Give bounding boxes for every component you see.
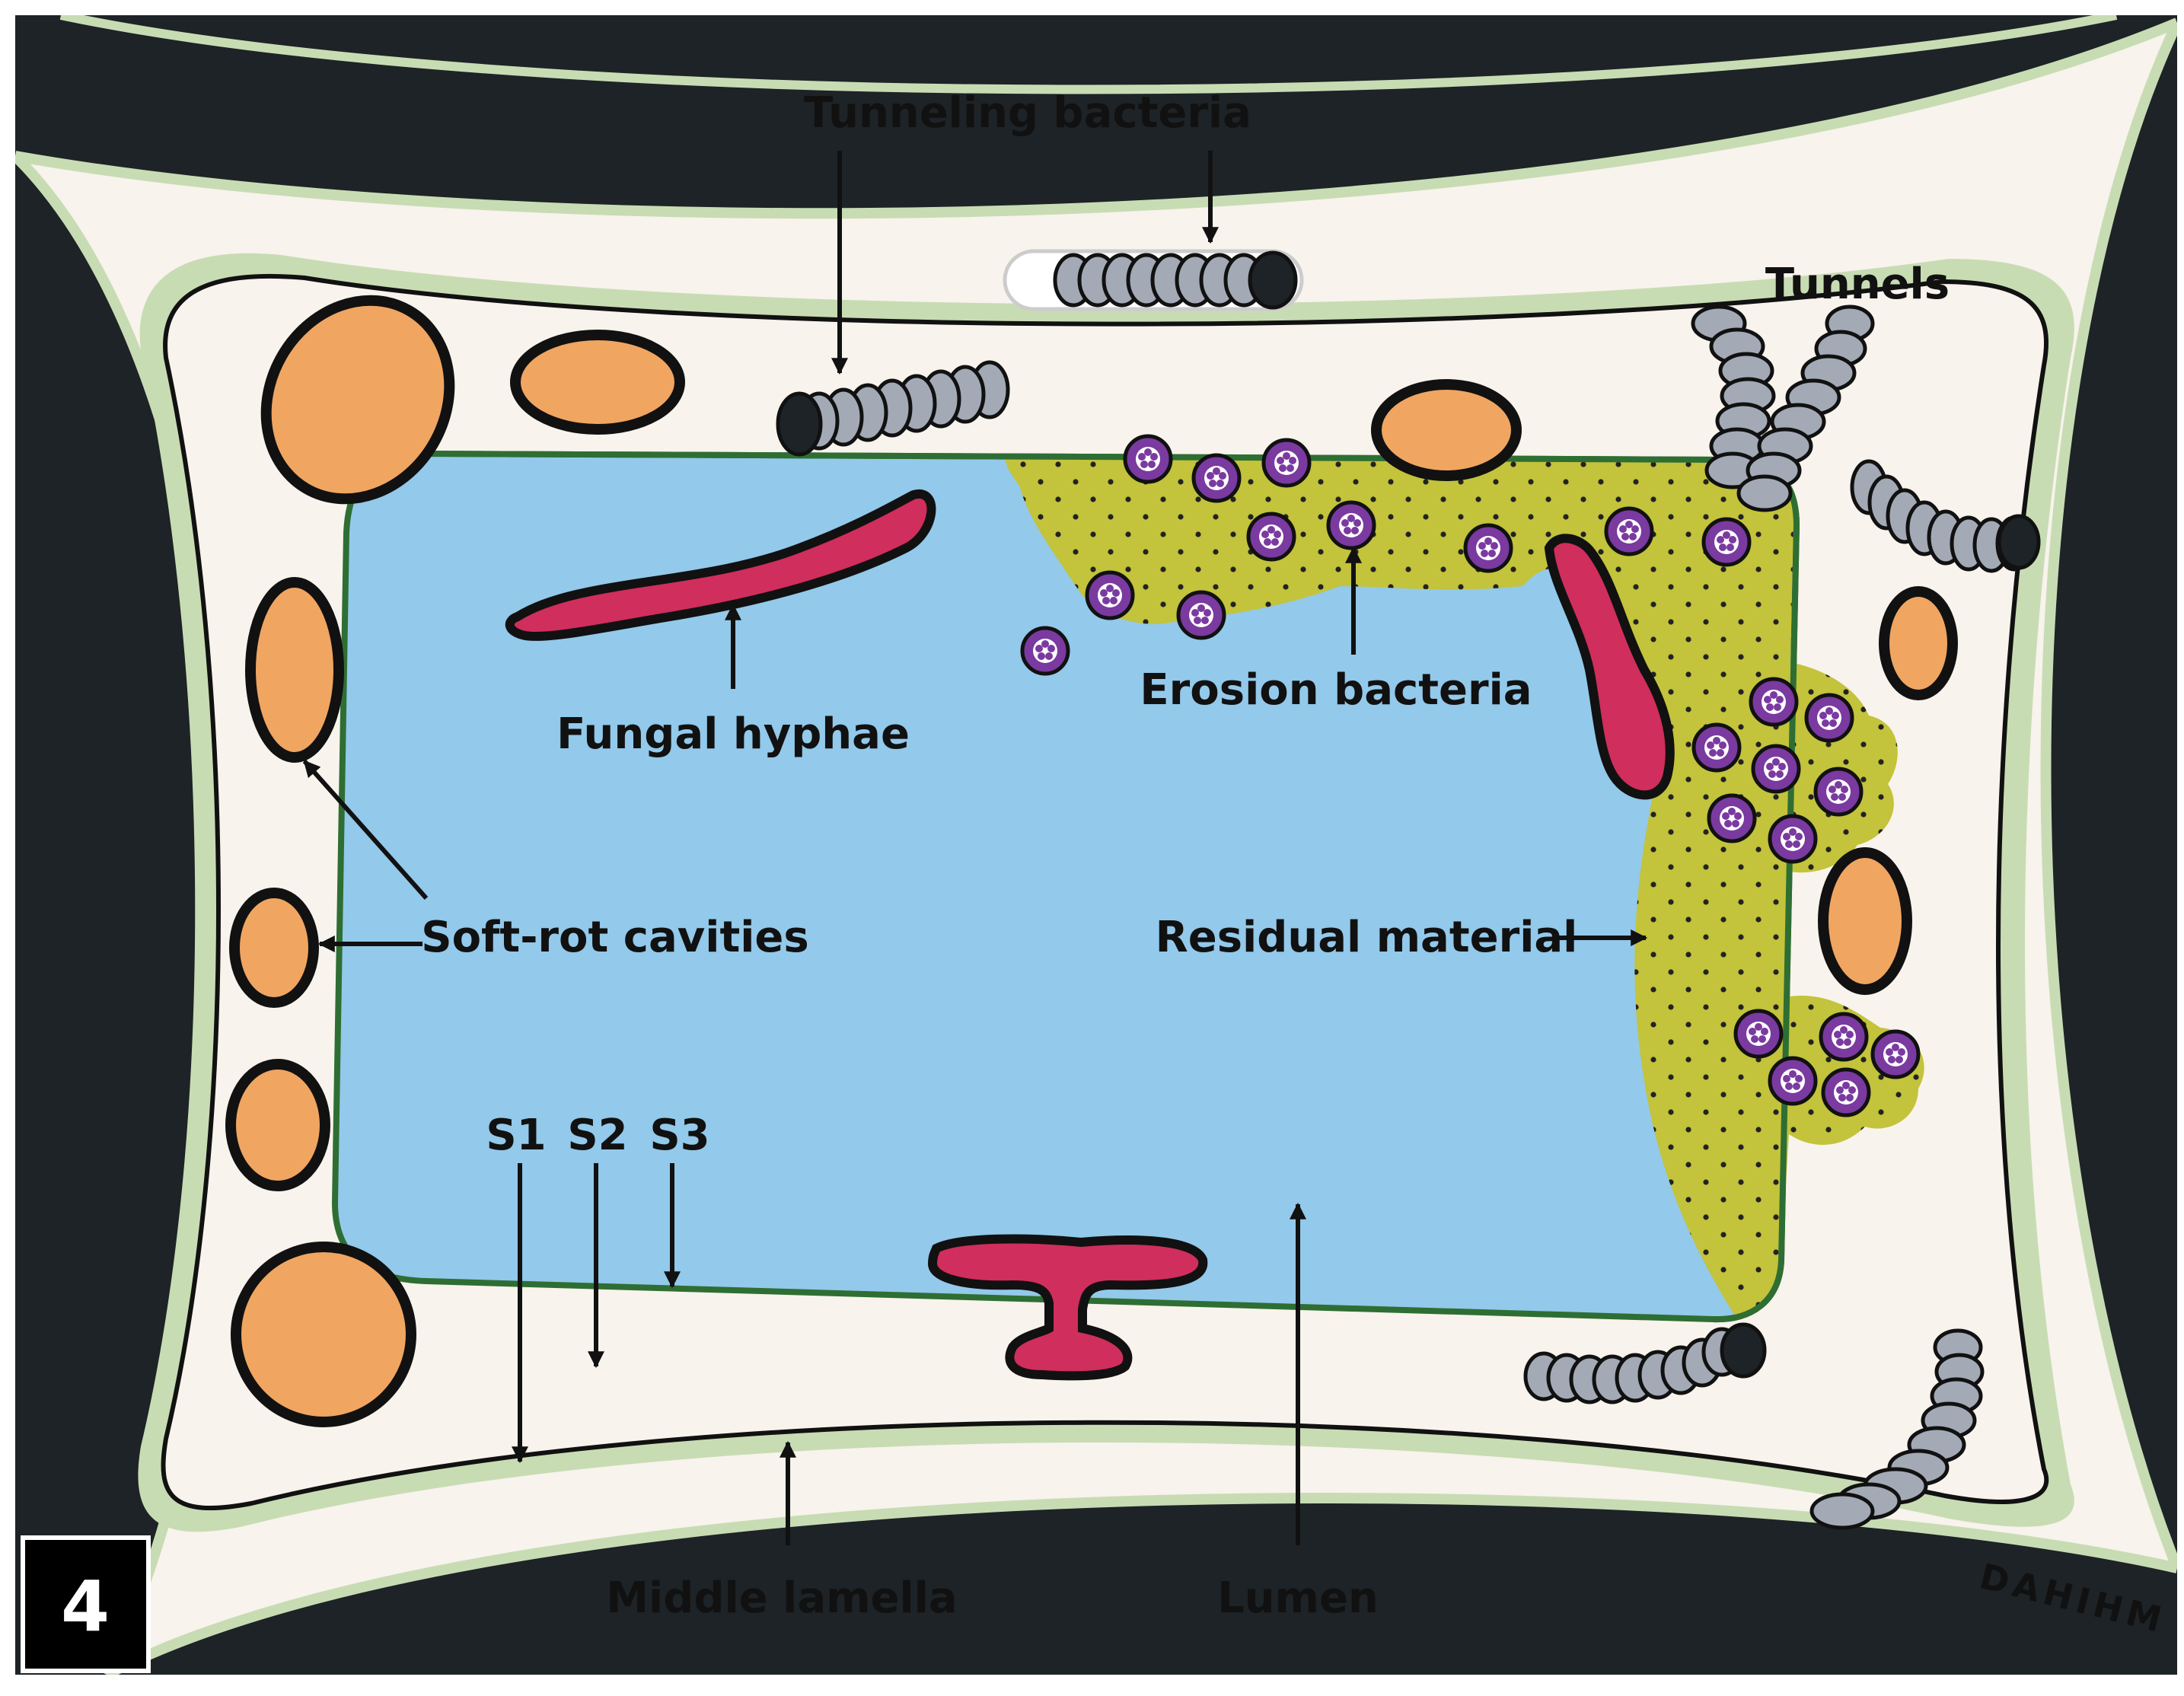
outer-primary-wall-top bbox=[15, 18, 2177, 219]
fungal-hyphae bbox=[505, 489, 1675, 1381]
erosion-bacterium bbox=[1261, 438, 1312, 488]
tunneling-bacterium-top bbox=[776, 360, 1010, 457]
erosion-bacterium bbox=[1604, 506, 1654, 556]
label-lumen: Lumen bbox=[1217, 1573, 1379, 1623]
label-middle-lamella: Middle lamella bbox=[606, 1573, 957, 1623]
label-residual-material: Residual material bbox=[1156, 913, 1578, 962]
tunnel-bacterium-right bbox=[1736, 304, 1875, 512]
erosion-bacterium bbox=[1819, 1012, 1869, 1062]
erosion-bacterium bbox=[1326, 500, 1376, 550]
cavity-4 bbox=[229, 888, 319, 1008]
label-fungal-hyphae: Fungal hyphae bbox=[556, 709, 910, 759]
hypha-right bbox=[1544, 534, 1675, 800]
tunneling-bacterium-lamella bbox=[1003, 249, 1304, 311]
tunneling-bacteria bbox=[776, 249, 2041, 1530]
cavity-6 bbox=[231, 1242, 416, 1427]
erosion-bacterium bbox=[1691, 722, 1742, 773]
outer-primary-wall-bottom bbox=[104, 1493, 2177, 1675]
panel-number-box bbox=[21, 1535, 151, 1673]
cavity-8 bbox=[1879, 586, 1958, 700]
erosion-bacterium bbox=[1804, 693, 1854, 743]
erosion-bacterium bbox=[1707, 793, 1757, 843]
label-tunneling-bacteria: Tunneling bacteria bbox=[804, 88, 1251, 138]
tunnel-bacterium-left bbox=[1691, 304, 1776, 489]
label-s2: S2 bbox=[567, 1111, 627, 1160]
residual-material-texture bbox=[1005, 457, 1924, 1317]
erosion-bacterium bbox=[1176, 590, 1226, 640]
cavity-9 bbox=[1818, 847, 1912, 995]
erosion-bacterium bbox=[1020, 626, 1070, 676]
panel-number: 4 bbox=[61, 1566, 110, 1647]
label-erosion-bacteria: Erosion bacteria bbox=[1140, 665, 1532, 715]
erosion-bacterium bbox=[1246, 512, 1296, 562]
erosion-bacterium bbox=[1123, 434, 1173, 484]
label-s3: S3 bbox=[649, 1111, 709, 1160]
erosion-bacteria bbox=[1020, 434, 1921, 1117]
erosion-bacterium bbox=[1701, 517, 1752, 567]
erosion-bacterium bbox=[1191, 453, 1242, 503]
tunneling-bacterium-right bbox=[1850, 459, 2041, 573]
lumen-top-border bbox=[426, 451, 1729, 463]
cavity-2 bbox=[510, 330, 685, 435]
cavity-7 bbox=[1371, 379, 1522, 481]
soft-rot-cavities bbox=[225, 295, 1958, 1427]
erosion-bacterium bbox=[1870, 1029, 1921, 1079]
cavity-1 bbox=[260, 295, 455, 505]
tunneling-bacterium-bottom bbox=[1523, 1322, 1767, 1404]
hypha-t-shaped bbox=[927, 1234, 1208, 1381]
erosion-bacterium bbox=[1749, 677, 1799, 727]
label-s1: S1 bbox=[486, 1111, 546, 1160]
hypha-diagonal bbox=[505, 489, 936, 641]
erosion-bacterium bbox=[1463, 523, 1513, 573]
label-tunnels: Tunnels bbox=[1765, 260, 1950, 309]
erosion-bacterium bbox=[1751, 744, 1801, 794]
outer-primary-wall-right bbox=[2040, 21, 2177, 1570]
arrow-soft-rot-upper bbox=[302, 760, 429, 900]
outer-primary-wall-top-upper bbox=[59, 15, 2118, 94]
erosion-bacterium bbox=[1813, 767, 1864, 817]
tunnel-bacterium-corner bbox=[1809, 1328, 1985, 1530]
leader-arrows bbox=[302, 151, 1648, 1545]
erosion-bacterium bbox=[1768, 1056, 1818, 1106]
cavity-3 bbox=[245, 577, 344, 763]
label-soft-rot-cavities: Soft-rot cavities bbox=[421, 913, 809, 962]
erosion-bacterium bbox=[1085, 570, 1135, 620]
erosion-bacterium bbox=[1821, 1067, 1871, 1117]
erosion-bacterium bbox=[1768, 814, 1818, 864]
cavity-5 bbox=[225, 1059, 330, 1191]
erosion-bacterium bbox=[1733, 1009, 1784, 1059]
